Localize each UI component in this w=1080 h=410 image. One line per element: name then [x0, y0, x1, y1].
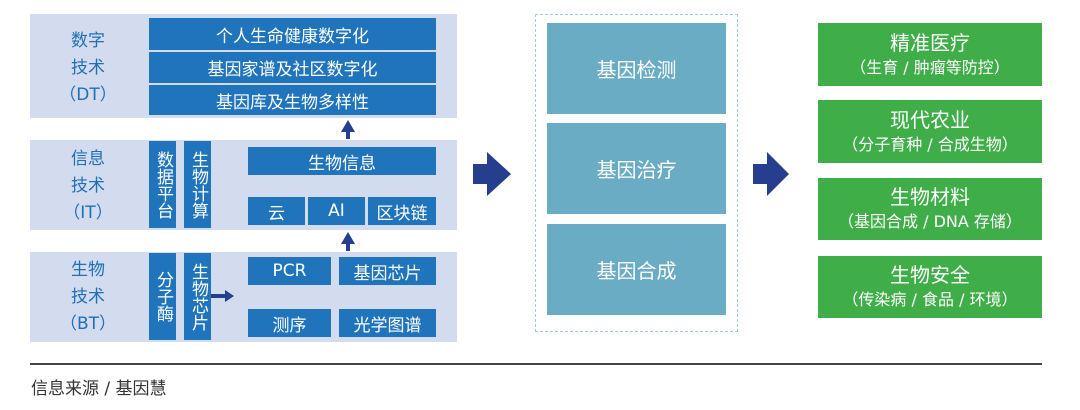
bioinformatics: 生物信息 — [248, 147, 436, 175]
gene-synthesis: 基因合成 — [547, 224, 726, 315]
bio-computing: 生物计算 — [184, 141, 211, 228]
source-caption: 信息来源 / 基因慧 — [31, 379, 167, 399]
arrow-right-icon — [753, 152, 789, 196]
application-modern-agriculture: 现代农业（分子育种 / 合成生物） — [818, 100, 1042, 163]
gene-therapy: 基因治疗 — [547, 123, 726, 214]
optical-mapping: 光学图谱 — [339, 309, 436, 337]
cloud: 云 — [248, 197, 305, 225]
arrow-right-icon — [473, 152, 511, 196]
sequencing: 测序 — [248, 309, 331, 337]
application-biomaterials: 生物材料（基因合成 / DNA 存储） — [818, 178, 1042, 240]
dt-row: 基因库及生物多样性 — [149, 85, 436, 115]
gene-tech-group — [535, 14, 738, 332]
ai: AI — [308, 197, 365, 225]
divider — [30, 363, 1042, 365]
biochip: 生物芯片 — [184, 253, 211, 340]
arrow-up-icon — [341, 232, 355, 251]
enzyme: 分子酶 — [149, 253, 176, 340]
data-platform: 数据平台 — [149, 141, 176, 228]
arrow-up-icon — [341, 120, 355, 139]
bt-label: 生物技术（BT） — [59, 260, 117, 334]
application-biosecurity: 生物安全（传染病 / 食品 / 环境） — [818, 256, 1042, 318]
it-label: 信息技术（IT） — [63, 149, 113, 223]
dt-row: 个人生命健康数字化 — [149, 18, 436, 50]
application-precision-medicine: 精准医疗（生育 / 肿瘤等防控） — [818, 23, 1042, 86]
blockchain: 区块链 — [368, 197, 436, 225]
dt-row: 基因家谱及社区数字化 — [149, 52, 436, 83]
gene-chip: 基因芯片 — [339, 257, 436, 285]
arrow-right-icon — [211, 290, 234, 302]
gene-testing: 基因检测 — [547, 23, 726, 114]
pcr: PCR — [248, 257, 331, 285]
dt-label: 数字技术（DT） — [59, 31, 117, 105]
